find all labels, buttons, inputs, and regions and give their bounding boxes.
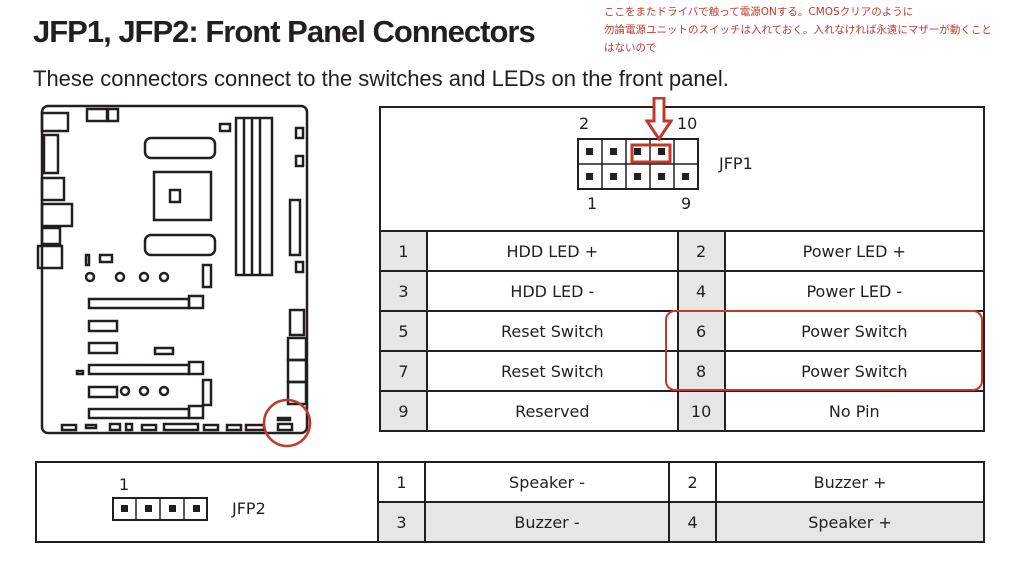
pin-number: 5 — [379, 310, 428, 352]
annotation-line: ここをまたドライバで触って電源ONする。CMOSクリアのように — [604, 6, 914, 18]
pin-label: 10 — [677, 114, 698, 133]
jfp1-label: JFP1 — [719, 154, 753, 173]
page-subtitle: These connectors connect to the switches… — [33, 66, 729, 91]
pin-function: Speaker + — [715, 501, 985, 543]
pin-label: 9 — [681, 194, 692, 213]
pin-number: 2 — [676, 230, 726, 272]
pin-function: No Pin — [723, 390, 986, 432]
pin-number: 3 — [379, 270, 428, 312]
pin-function: HDD LED - — [426, 270, 679, 312]
pin-function: Buzzer - — [423, 501, 671, 543]
jfp2-label: JFP2 — [232, 499, 266, 518]
pin-number: 10 — [676, 390, 726, 432]
pin-number: 2 — [668, 461, 718, 503]
pin-label: 2 — [579, 114, 590, 133]
pin-function: Reset Switch — [426, 310, 679, 352]
arrow-down-icon — [645, 97, 673, 141]
jfp2-connector-icon — [112, 497, 208, 521]
pin-label: 1 — [119, 475, 130, 494]
pin-function: Buzzer + — [715, 461, 985, 503]
pin-function: Power LED + — [723, 230, 986, 272]
pin-number: 9 — [379, 390, 428, 432]
pin-function: Reserved — [426, 390, 679, 432]
pin-number: 3 — [377, 501, 426, 543]
jfp1-connector-icon — [577, 138, 699, 190]
annotation-line: 勿論電源ユニットのスイッチは入れておく。入れなければ永遠にマザーが動くこと — [604, 24, 992, 36]
pin-function: Reset Switch — [426, 350, 679, 392]
motherboard-diagram — [36, 104, 312, 448]
pin-function: Power Switch — [723, 310, 986, 352]
pin-label: 1 — [587, 194, 598, 213]
pin-number: 7 — [379, 350, 428, 392]
pin-function: Power LED - — [723, 270, 986, 312]
pin-number: 6 — [676, 310, 726, 352]
pin-number: 8 — [676, 350, 726, 392]
pin-function: HDD LED + — [426, 230, 679, 272]
pin-number: 1 — [379, 230, 428, 272]
annotation-line: はないので — [604, 42, 657, 54]
pin-function: Power Switch — [723, 350, 986, 392]
pin-number: 1 — [377, 461, 426, 503]
page-title: JFP1, JFP2: Front Panel Connectors — [33, 14, 536, 49]
pin-number: 4 — [676, 270, 726, 312]
pin-function: Speaker - — [423, 461, 671, 503]
pin-number: 4 — [668, 501, 718, 543]
